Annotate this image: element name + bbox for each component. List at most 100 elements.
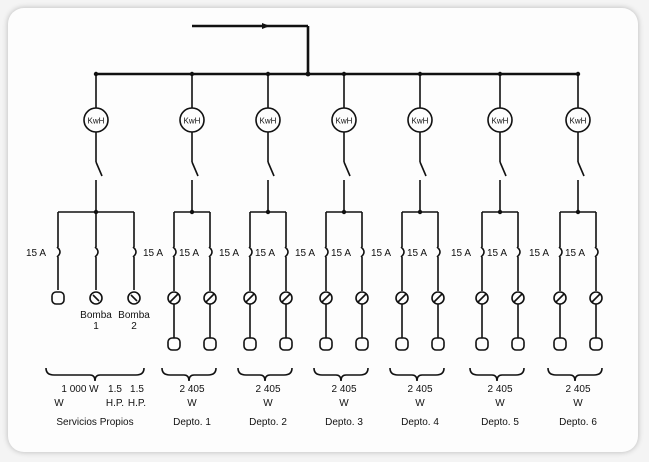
dept-name: Depto. 2 [249,417,287,428]
diagram-card [8,8,638,452]
lamp-icon [431,291,445,305]
breaker-icon [558,242,563,262]
breaker-icon [208,242,213,262]
pump-2-number: 2 [131,321,137,332]
breaker-icon [94,242,99,262]
main-feed [96,23,578,77]
pump-1-label: Bomba [80,310,112,321]
kwh-meter-icon: KwH [179,107,205,133]
service-power-1: 1 000 W [61,384,99,395]
breaker-icon [480,242,485,262]
breaker-icon [248,242,253,262]
breaker-label: 15 A [407,248,427,259]
meter-label: KwH [336,117,353,126]
meter-label: KwH [88,117,105,126]
lamp-icon [553,291,567,305]
breaker-label: 15 A [295,248,315,259]
kwh-meter-icon: KwH [83,107,109,133]
lamp-icon [319,291,333,305]
breaker-label: 15 A [255,248,275,259]
pump-motor-icon [89,291,103,305]
lamp-icon [355,291,369,305]
lamp-icon [511,291,525,305]
service-unit-3: H.P. [128,398,146,409]
breaker-icon [172,242,177,262]
dept-power-unit: W [263,398,273,409]
outlet-icon [431,337,445,351]
service-power-2: 1.5 [108,384,122,395]
service-unit-2: H.P. [106,398,124,409]
breaker-label: 15 A [487,248,507,259]
brace [237,367,293,382]
breaker-icon [516,242,521,262]
pump-1-number: 1 [93,321,99,332]
outlet-icon [589,337,603,351]
brace [161,367,217,382]
brace [389,367,445,382]
lamp-icon [395,291,409,305]
dept-power: 2 405 [487,384,512,395]
pump-2-label: Bomba [118,310,150,321]
dept-name: Depto. 6 [559,417,597,428]
kwh-meter-icon: KwH [407,107,433,133]
breaker-icon [324,242,329,262]
dept-power-unit: W [339,398,349,409]
breaker-label: 15 A [26,248,46,259]
kwh-meter-icon: KwH [331,107,357,133]
breaker-icon [400,242,405,262]
meter-label: KwH [570,117,587,126]
service-power-3: 1.5 [130,384,144,395]
dept-name: Depto. 1 [173,417,211,428]
meter-label: KwH [412,117,429,126]
brace [547,367,603,382]
kwh-meter-icon: KwH [487,107,513,133]
outlet-icon [243,337,257,351]
lamp-icon [279,291,293,305]
outlet-icon [203,337,217,351]
breaker-icon [284,242,289,262]
service-group-name: Servicios Propios [56,417,133,428]
lamp-icon [203,291,217,305]
dept-power: 2 405 [179,384,204,395]
lamp-icon [475,291,489,305]
outlet-icon [475,337,489,351]
breaker-label: 15 A [219,248,239,259]
breaker-icon [56,242,61,262]
dept-power-unit: W [573,398,583,409]
brace [469,367,525,382]
dept-power: 2 405 [255,384,280,395]
breaker-label: 15 A [565,248,585,259]
outlet-icon [553,337,567,351]
lamp-icon [589,291,603,305]
outlet-icon [319,337,333,351]
outlet-icon [355,337,369,351]
outlet-icon [395,337,409,351]
dept-power: 2 405 [407,384,432,395]
outlet-icon [511,337,525,351]
dept-name: Depto. 4 [401,417,439,428]
kwh-meter-icon: KwH [255,107,281,133]
pump-motor-icon [127,291,141,305]
breaker-label: 15 A [451,248,471,259]
dept-power: 2 405 [565,384,590,395]
breaker-label: 15 A [371,248,391,259]
breaker-label: 15 A [529,248,549,259]
outlet-icon [51,291,65,305]
brace [45,367,145,382]
meter-label: KwH [260,117,277,126]
lamp-icon [243,291,257,305]
breaker-label: 15 A [143,248,163,259]
dept-name: Depto. 3 [325,417,363,428]
outlet-icon [167,337,181,351]
meter-label: KwH [184,117,201,126]
breaker-icon [436,242,441,262]
breaker-label: 15 A [331,248,351,259]
breaker-icon [360,242,365,262]
